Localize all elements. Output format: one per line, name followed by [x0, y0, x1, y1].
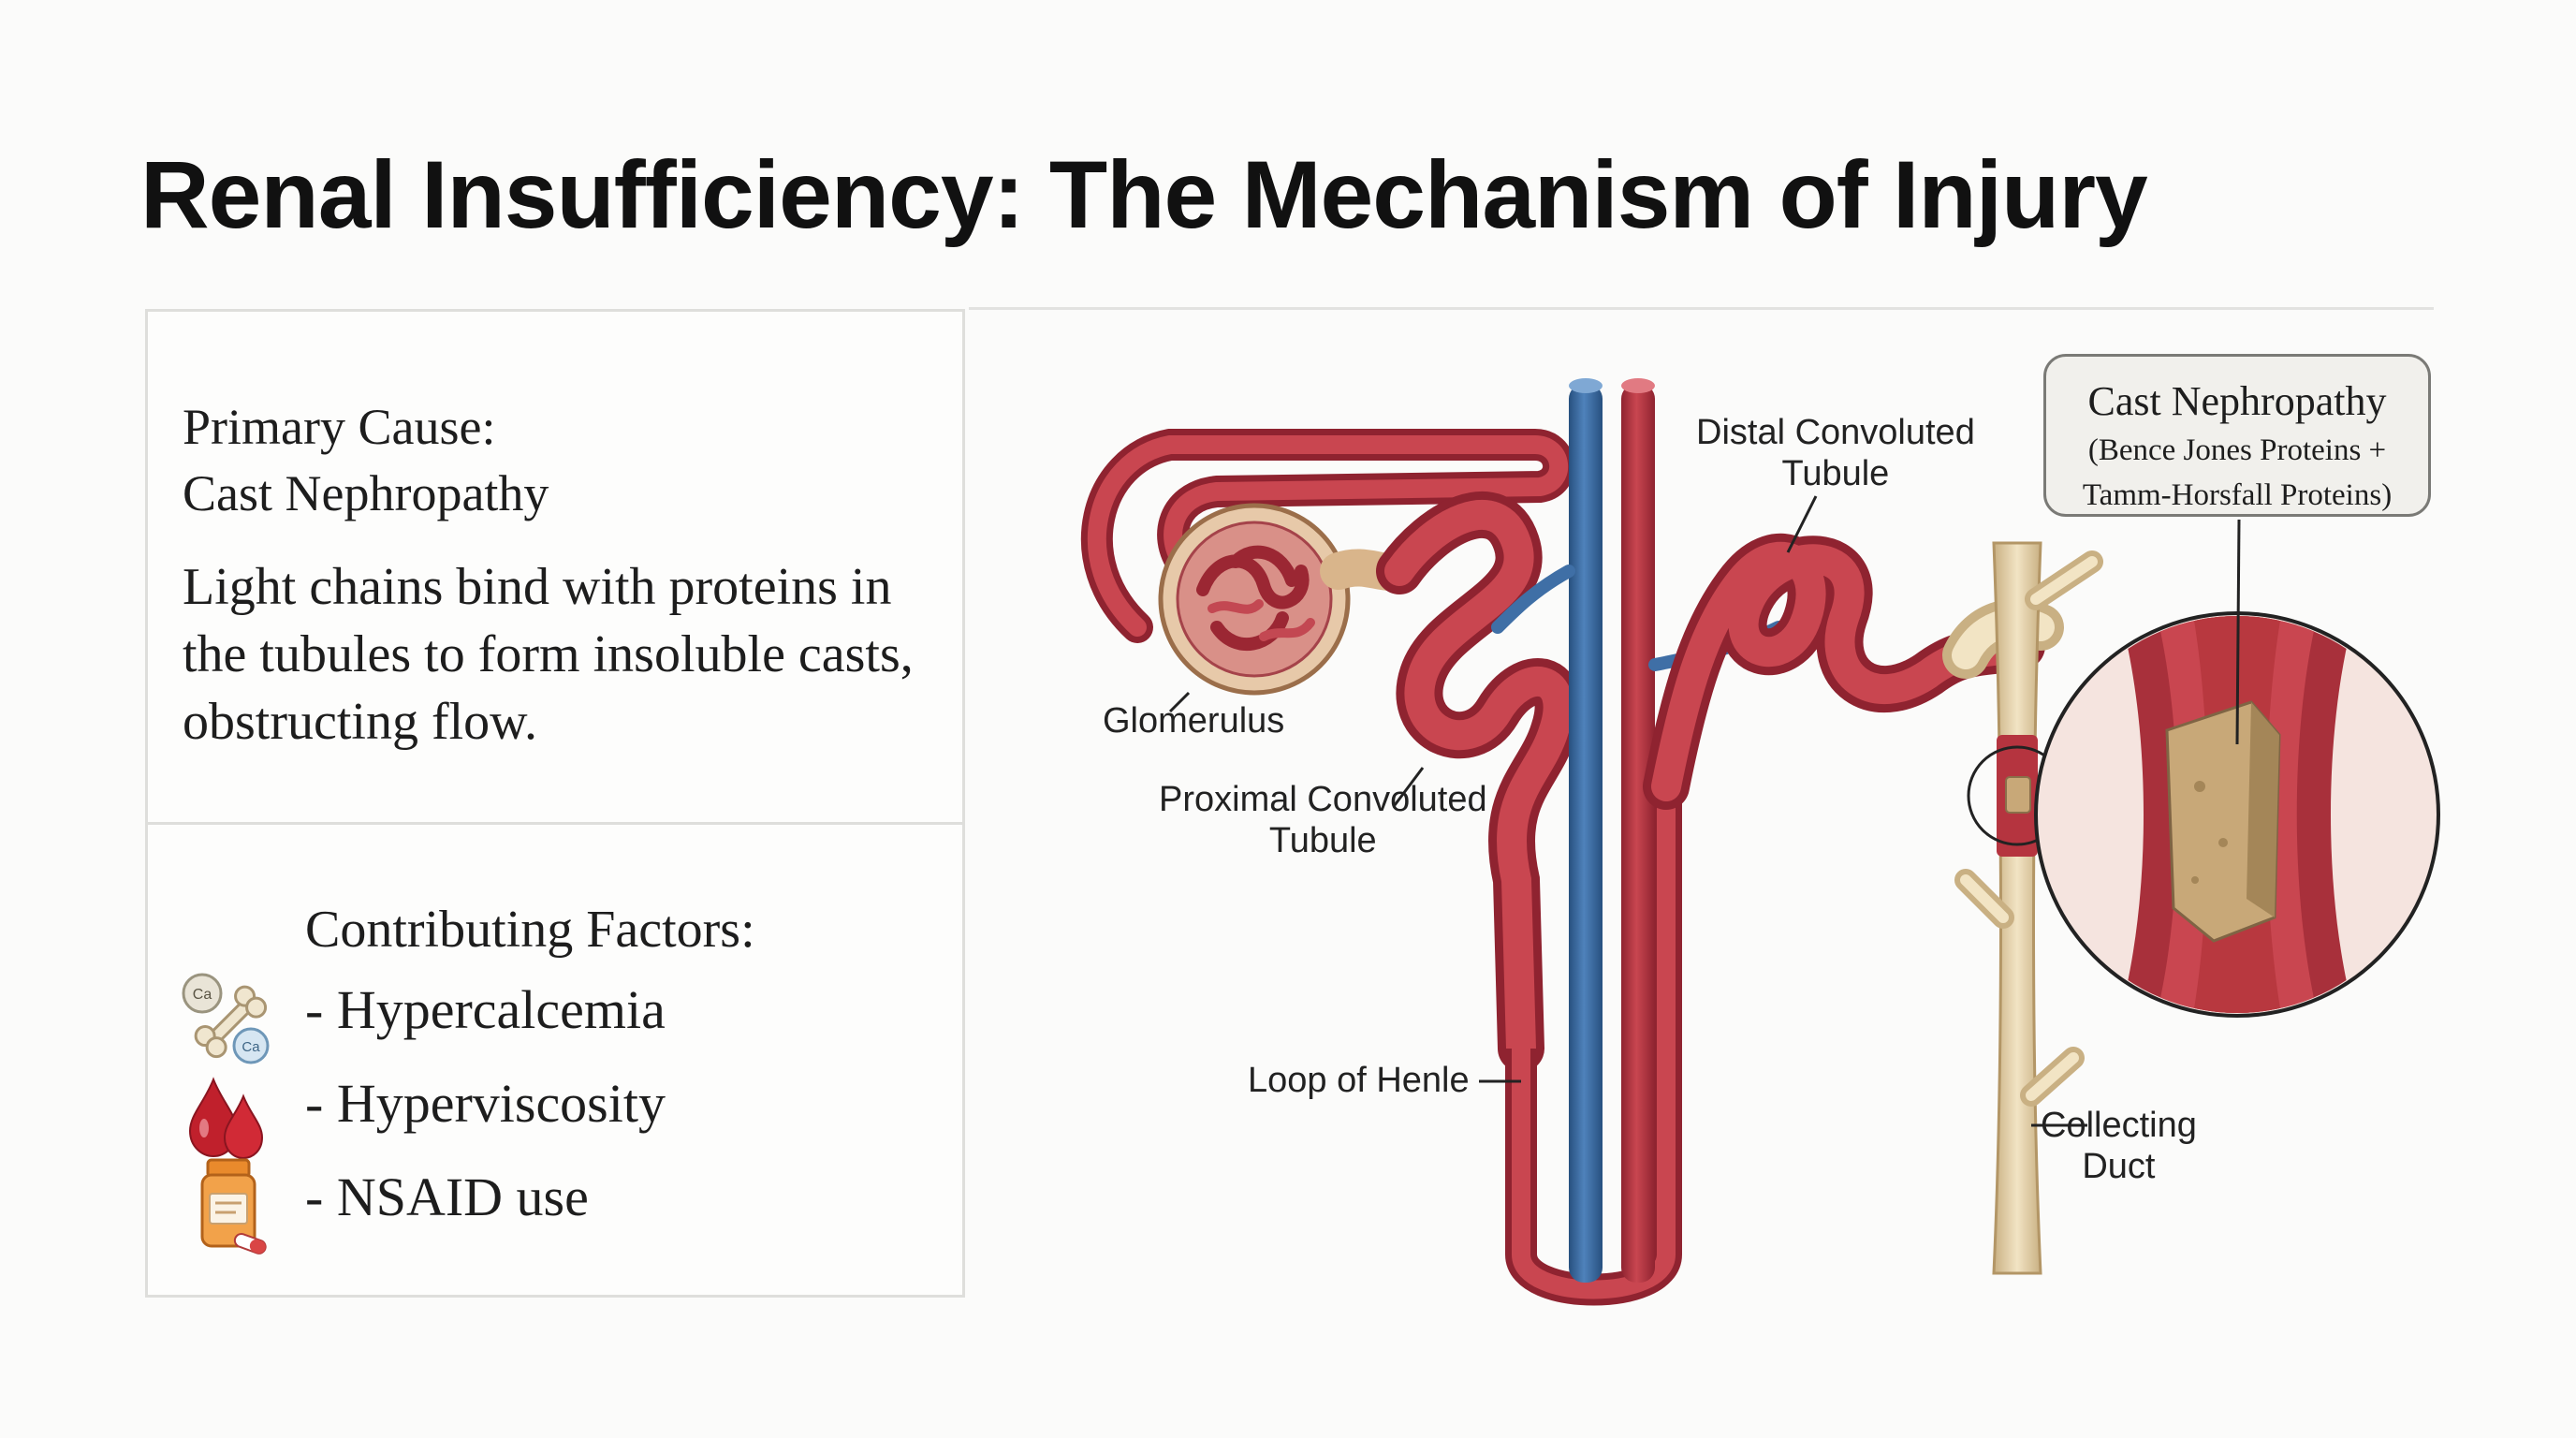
- label-distal-tubule: Distal Convoluted Tubule: [1696, 413, 1975, 493]
- label-loop-of-henle: Loop of Henle: [1248, 1061, 1470, 1100]
- magnified-cast-view: [2034, 611, 2440, 1018]
- factor-label: - NSAID use: [305, 1167, 589, 1227]
- artery: [1621, 384, 1655, 1283]
- factor-nsaid: - NSAID use: [148, 1154, 968, 1255]
- svg-text:Ca: Ca: [193, 987, 212, 1003]
- pill-bottle-icon: [200, 1158, 267, 1255]
- factor-hyperviscosity: - Hyperviscosity: [148, 1061, 968, 1160]
- page-title: Renal Insufficiency: The Mechanism of In…: [140, 141, 2148, 248]
- callout-subtitle-line1: (Bence Jones Proteins +: [2087, 433, 2387, 467]
- contributing-factors-heading: Contributing Factors:: [305, 901, 755, 959]
- info-panel: Primary Cause: Cast Nephropathy Light ch…: [145, 309, 965, 1298]
- callout-subtitle-line2: Tamm-Horsfall Proteins): [2082, 478, 2393, 512]
- primary-cause-description: Light chains bind with proteins in the t…: [183, 558, 914, 751]
- cast-nephropathy-callout: Cast Nephropathy (Bence Jones Proteins +…: [2043, 354, 2431, 517]
- factor-label: - Hypercalcemia: [305, 979, 666, 1040]
- nephron-diagram: [1080, 378, 2440, 1306]
- factor-hypercalcemia: Ca Ca - Hypercalcemia: [148, 967, 968, 1064]
- blood-drops-icon: [188, 1077, 264, 1160]
- top-rule: [969, 307, 2434, 310]
- primary-cause-heading: Primary Cause: Cast Nephropathy: [183, 399, 549, 521]
- glomerulus: [1158, 503, 1418, 696]
- bone-calcium-icon: Ca Ca: [182, 973, 270, 1064]
- svg-text:Ca: Ca: [242, 1039, 260, 1055]
- label-proximal-tubule: Proximal Convoluted Tubule: [1159, 780, 1487, 860]
- factor-label: - Hyperviscosity: [305, 1073, 666, 1134]
- label-collecting-duct: Collecting Duct: [2041, 1106, 2197, 1186]
- label-glomerulus: Glomerulus: [1103, 701, 1285, 741]
- vein: [1569, 384, 1603, 1283]
- collecting-duct: [1942, 541, 2103, 1275]
- callout-title: Cast Nephropathy: [2087, 378, 2387, 424]
- panel-divider: [148, 822, 962, 825]
